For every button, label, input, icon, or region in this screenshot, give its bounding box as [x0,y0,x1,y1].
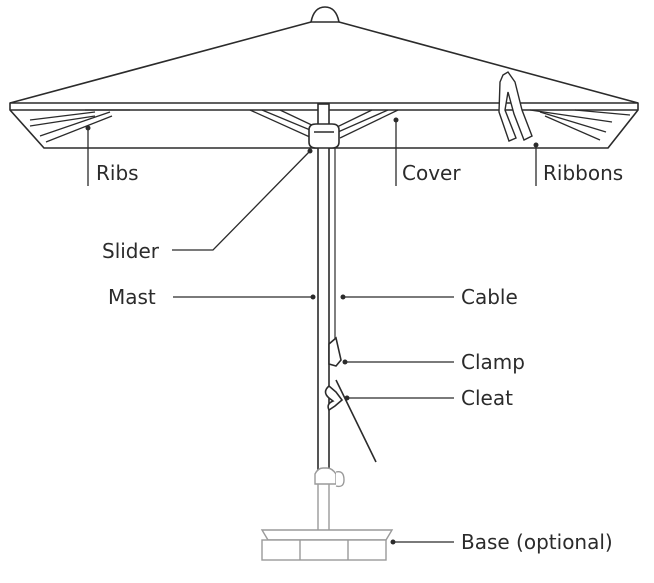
cover-label: Cover [402,161,461,185]
mast-label: Mast [108,285,156,309]
cable-label: Cable [461,285,518,309]
cleat-label: Cleat [461,386,513,410]
clamp [328,336,342,367]
ribbons-label: Ribbons [543,161,624,185]
cleat [324,384,344,412]
crank-handle [335,379,377,463]
finial [310,6,340,23]
base-label: Base (optional) [461,530,613,554]
leader-lines [87,120,537,543]
slider-hub [308,123,340,149]
slider-label: Slider [102,239,160,263]
base [260,467,394,561]
ribs-right [334,109,631,141]
slider-leader [172,150,311,251]
ribs-left [29,109,319,143]
ribs-label: Ribs [96,161,139,185]
mast [317,103,330,475]
clamp-label: Clamp [461,350,525,374]
ribbons-strap [498,71,533,142]
leader-dots [85,117,539,545]
